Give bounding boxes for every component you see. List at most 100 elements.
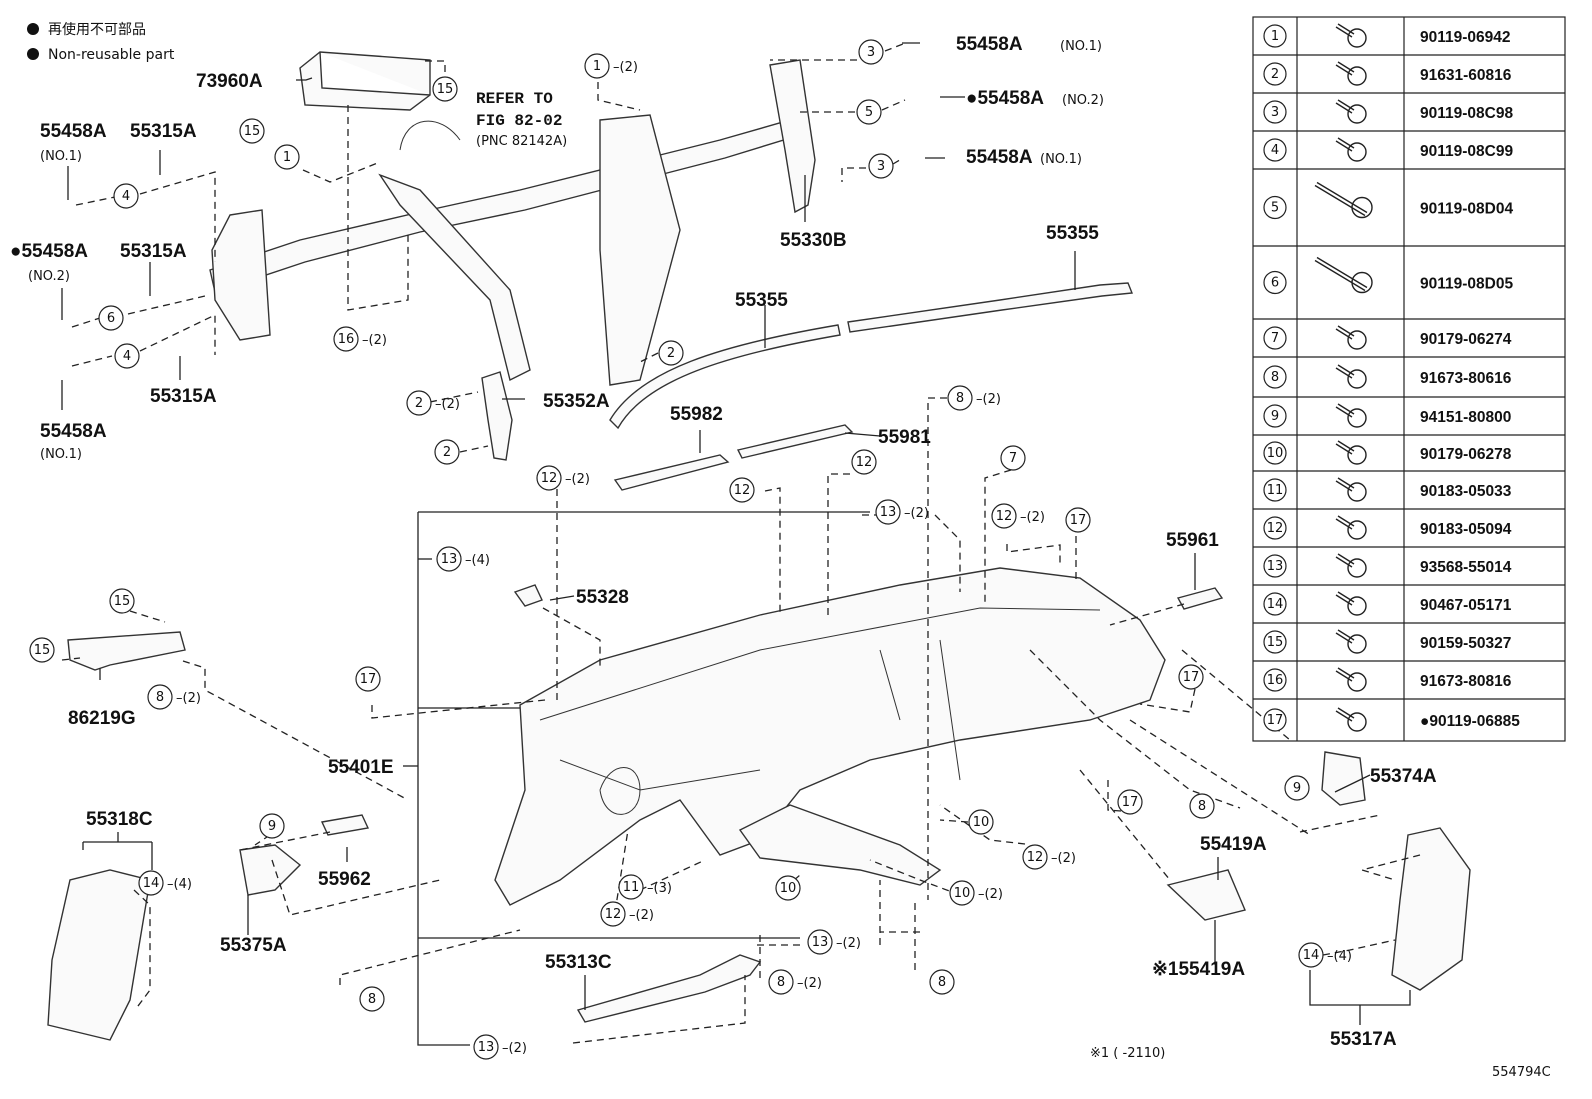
callout-number: 13 bbox=[812, 935, 829, 950]
callout-quantity: –(2) bbox=[629, 908, 654, 923]
table-index: 5 bbox=[1271, 201, 1279, 216]
callout-number: 17 bbox=[360, 672, 377, 687]
part-label: 55328 bbox=[576, 587, 629, 608]
table-index-circle bbox=[1263, 630, 1287, 654]
bolt-icon bbox=[1335, 137, 1367, 162]
callout-15: 15 bbox=[239, 118, 265, 144]
table-part-number: 90119-08C98 bbox=[1420, 105, 1513, 122]
part-label: 55330B bbox=[780, 230, 847, 251]
callout-quantity: –(2) bbox=[1020, 510, 1045, 525]
callout-number: 11 bbox=[623, 880, 640, 895]
table-part-number: 90159-50327 bbox=[1420, 635, 1511, 652]
reference-line-3: (PNC 82142A) bbox=[476, 134, 567, 149]
legend-line-en: Non-reusable part bbox=[48, 47, 175, 63]
bracket-55352a-drawing bbox=[481, 371, 513, 461]
callout-11: 11–(3) bbox=[618, 874, 672, 900]
table-part-number: 90179-06278 bbox=[1420, 446, 1512, 463]
part-label: 55401E bbox=[328, 757, 394, 778]
table-index: 13 bbox=[1267, 559, 1284, 574]
table-index: 11 bbox=[1267, 483, 1284, 498]
table-row: 17●90119-06885 bbox=[1263, 707, 1520, 732]
callout-circle bbox=[1298, 942, 1324, 968]
callout-9: 9 bbox=[259, 813, 285, 839]
part-sublabels: (NO.1) (NO.2) (NO.1) (NO.1) (NO.2) (NO.1… bbox=[28, 39, 1104, 462]
callout-number: 10 bbox=[973, 815, 990, 830]
callout-1: 1 bbox=[274, 144, 300, 170]
callout-quantity: –(2) bbox=[1051, 851, 1076, 866]
callout-3: 3 bbox=[858, 39, 884, 65]
part-label: 55315A bbox=[120, 241, 187, 262]
callout-2: 2 bbox=[434, 439, 460, 465]
table-index: 3 bbox=[1271, 105, 1279, 120]
callout-circle bbox=[147, 684, 173, 710]
callout-number: 12 bbox=[734, 483, 751, 498]
callout-5: 5 bbox=[856, 99, 882, 125]
callout-number: 15 bbox=[34, 643, 51, 658]
callout-number: 7 bbox=[1009, 451, 1017, 466]
callout-circle bbox=[113, 183, 139, 209]
part-label: 55458A bbox=[40, 421, 107, 442]
callout-number: 1 bbox=[283, 150, 291, 165]
callout-number: 15 bbox=[437, 82, 454, 97]
callout-number: 17 bbox=[1183, 670, 1200, 685]
part-sublabel: (NO.1) bbox=[1060, 39, 1102, 54]
callout-number: 14 bbox=[1303, 948, 1320, 963]
table-part-number: 91673-80616 bbox=[1420, 370, 1512, 387]
callout-13: 13 –(2) bbox=[807, 929, 861, 955]
callout-8: 8–(2) bbox=[147, 684, 201, 710]
part-label: 55981 bbox=[878, 427, 931, 448]
part-label: 55315A bbox=[150, 386, 217, 407]
airbag-wire-drawing bbox=[399, 120, 461, 151]
callout-12: 12 bbox=[851, 449, 877, 475]
legend-dot-icon bbox=[27, 48, 39, 60]
callout-quantity: –(2) bbox=[836, 936, 861, 951]
vent-55962-drawing bbox=[320, 814, 370, 836]
instrument-panel-edge-drawing bbox=[539, 607, 1101, 815]
callout-quantity: –(2) bbox=[613, 60, 638, 75]
table-index: 2 bbox=[1271, 67, 1279, 82]
table-index-circle bbox=[1263, 441, 1287, 465]
table-part-number: 90183-05033 bbox=[1420, 483, 1512, 500]
callouts: 1–(2)1151535346416–(2)22–(2)28–(2)12–(2)… bbox=[29, 39, 1352, 1060]
bolt-icon bbox=[1335, 629, 1367, 654]
callout-15: 15 bbox=[29, 637, 55, 663]
table-index-circle bbox=[1263, 708, 1287, 732]
callout-circle bbox=[947, 385, 973, 411]
table-part-number: 90119-08D05 bbox=[1420, 276, 1513, 293]
callout-2: 2 bbox=[658, 340, 684, 366]
table-index-circle bbox=[1263, 404, 1287, 428]
callout-circle bbox=[658, 340, 684, 366]
duct-55982-drawing bbox=[613, 454, 730, 491]
bracket-55328-drawing bbox=[513, 584, 543, 607]
table-part-number: 91631-60816 bbox=[1420, 67, 1512, 84]
bolt-icon bbox=[1335, 23, 1367, 48]
part-label: 55315A bbox=[130, 121, 197, 142]
callout-circle bbox=[1000, 445, 1026, 471]
bolt-icon bbox=[1335, 99, 1367, 124]
callout-quantity: –(2) bbox=[978, 887, 1003, 902]
left-side-bracket-drawing bbox=[211, 209, 271, 341]
part-labels: 73960A 55458A 55315A ●55458A 55315A 5531… bbox=[10, 34, 1437, 1050]
table-index-circle bbox=[1263, 326, 1287, 350]
part-label: 55313C bbox=[545, 952, 612, 973]
part-label: 55317A bbox=[1330, 1029, 1397, 1050]
callout-number: 16 bbox=[338, 332, 355, 347]
part-label: 55458A bbox=[966, 147, 1033, 168]
callout-number: 8 bbox=[956, 391, 964, 406]
part-sublabel: (NO.1) bbox=[40, 447, 82, 462]
airbag-module-drawing bbox=[299, 51, 431, 111]
table-index-circle bbox=[1263, 195, 1287, 220]
callout-number: 17 bbox=[1122, 795, 1139, 810]
table-part-number: 91673-80816 bbox=[1420, 673, 1512, 690]
glove-box-lower-drawing bbox=[738, 804, 942, 886]
callout-circle bbox=[851, 449, 877, 475]
part-label: 55961 bbox=[1166, 530, 1219, 551]
callout-number: 5 bbox=[865, 105, 873, 120]
legend-dot-icon bbox=[27, 23, 39, 35]
callout-quantity: –(4) bbox=[465, 553, 490, 568]
table-index-circle bbox=[1263, 516, 1287, 540]
